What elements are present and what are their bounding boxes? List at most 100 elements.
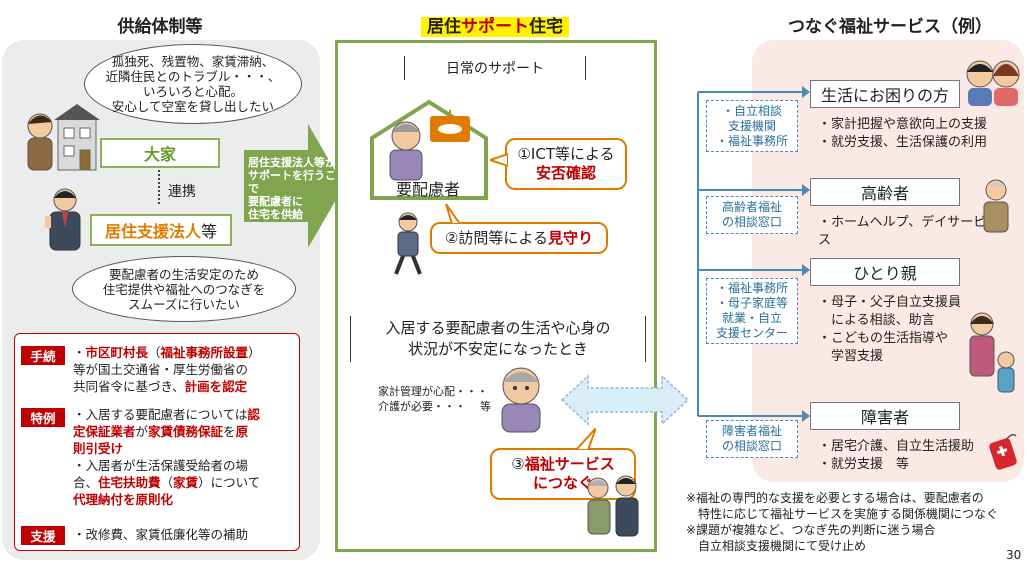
service-needy-details: ・家計把握や意欲向上の支援 ・就労支援、生活保護の利用: [818, 116, 1024, 152]
tokurei-text: ・入居する要配慮者については認定保証業者が家賃債務保証を原則引受け・入居者が生活…: [73, 406, 297, 508]
service-elderly-details: ・ホームヘルプ、デイサービス: [818, 214, 988, 250]
agency-line: の相談窓口: [721, 439, 782, 453]
detail-line: ・こどもの生活指導や: [818, 331, 949, 346]
tetsuzuki-segment: 等が国土交通省・厚生労働省の: [73, 362, 249, 377]
service-elderly: 高齢者: [810, 178, 960, 206]
detail-line: 学習支援: [818, 349, 884, 364]
detail-line: ・就労支援 等: [818, 457, 910, 472]
tokurei-segment: 則引受け: [73, 441, 124, 456]
tokurei-line: 代理納付を原則化: [73, 491, 297, 508]
detail-line: ・母子・父子自立支援員: [818, 295, 962, 310]
arrow-text-line: 要配慮者に: [248, 195, 303, 208]
unstable-line2: 状況が不安定になったとき: [407, 340, 588, 358]
daily-support-label: 日常のサポート: [404, 56, 586, 80]
tokurei-line: 合、住宅扶助費（家賃）について: [73, 474, 297, 491]
middle-title-prefix: 居住: [427, 17, 461, 37]
agency-line: 支援機関: [727, 118, 776, 133]
tokurei-segment: ・入居する要配慮者については: [73, 407, 248, 422]
help-mark-icon: [989, 433, 1017, 470]
family-couple-illustration: [966, 60, 1020, 106]
note-line: ※課題が複雑など、つなぎ先の判断に迷う場合: [686, 523, 936, 537]
care-helper-illustration: [587, 475, 639, 537]
detail-line: ・家計把握や意欲向上の支援: [818, 117, 988, 132]
pill2-prefix: ②訪問等による: [444, 228, 548, 247]
two-way-arrow: [560, 374, 690, 426]
tokurei-segment: 家賃債務保証: [148, 424, 224, 439]
corp-wish-cloud: 要配慮者の生活安定のため 住宅提供や福祉へのつなぎを スムーズに行いたい: [72, 256, 296, 322]
elderly-man-illustration: [983, 179, 1009, 233]
note-line: 自立相談支援機関にて受け止め: [686, 539, 867, 553]
pill2-pointer: [445, 204, 462, 224]
arrow-text-line: 住宅を供給: [248, 208, 303, 221]
service-disability-details: ・居宅介護、自立生活援助 ・就労支援 等: [818, 438, 1008, 474]
house-illustration: [370, 99, 488, 200]
mother-child-illustration: [969, 312, 1015, 393]
corp-cloud-line: スムーズに行いたい: [128, 296, 240, 312]
supply-arrow-text: 居住支援法人等が サポートを行うことで 要配慮者に 住宅を供給: [248, 156, 348, 221]
detail-line: ・就労支援、生活保護の利用: [818, 135, 988, 150]
support-corp-suffix: 等: [201, 222, 218, 241]
rules-box: 手続 ・市区町村長（福祉事務所設置）等が国土交通省・厚生労働省の共同省令に基づき…: [14, 333, 300, 551]
tokurei-segment: が: [135, 424, 149, 439]
tokurei-segment: 家賃: [173, 475, 199, 490]
tetsuzuki-line: 共同省令に基づき、計画を認定: [73, 378, 297, 395]
service-single-parent: ひとり親: [810, 258, 960, 286]
tetsuzuki-segment: ・: [73, 345, 86, 360]
agency-line: 障害者福祉: [721, 424, 782, 438]
tokurei-segment: 認: [247, 407, 260, 422]
pill3-pointer: [574, 428, 596, 450]
tokurei-segment: （: [160, 475, 174, 490]
visiting-staff-illustration: [394, 212, 422, 275]
note-line: ※福祉の専門的な支援を必要とする場合は、要配慮者の: [686, 491, 984, 505]
unstable-line1: 入居する要配慮者の生活や心身の: [385, 319, 611, 337]
owner-worry-cloud: 孤独死、残置物、家賃滞納、 近隣住民とのトラブル・・・、 いろいろと心配。 安心…: [84, 44, 302, 124]
tokurei-segment: 代理納付を原則化: [73, 492, 174, 507]
pill2-red: 見守り: [547, 228, 593, 247]
tetsuzuki-segment: 共同省令に基づき、: [73, 379, 185, 394]
middle-title-highlight: サポート: [461, 17, 529, 37]
service-single-parent-details: ・母子・父子自立支援員 による相談、助言 ・こどもの生活指導や 学習支援: [818, 294, 968, 366]
agency-line: 支援センター: [715, 326, 788, 340]
owner-cloud-line: 近隣住民とのトラブル・・・、: [105, 69, 281, 84]
agency-line: 就業・自立: [721, 311, 782, 325]
agency-line: ・福祉事務所: [715, 133, 788, 148]
tokurei-line: 則引受け: [73, 440, 297, 457]
tokurei-segment: 定保証業者: [73, 424, 136, 439]
link-label: 連携: [168, 184, 196, 200]
detail-line: ・居宅介護、自立生活援助: [818, 439, 975, 454]
tokurei-segment: を: [223, 424, 236, 439]
middle-title-suffix: 住宅: [529, 17, 563, 37]
unstable-condition-label: 入居する要配慮者の生活や心身の 状況が不安定になったとき: [350, 316, 646, 362]
support-corp-label-box: 居住支援法人等: [90, 214, 232, 246]
arrow-text-line: 居住支援法人等が: [248, 156, 336, 169]
service-disability: 障害者: [810, 402, 960, 430]
shien-tag: 支援: [21, 526, 65, 545]
tokurei-line: 定保証業者が家賃債務保証を原: [73, 423, 297, 440]
worry-line1: 家計管理が心配・・・: [378, 385, 488, 398]
tetsuzuki-segment: 計画を認定: [184, 379, 248, 394]
owner-label-box: 大家: [100, 138, 220, 168]
worry-etc: 等: [480, 400, 491, 413]
pill3-red1: 福祉サービス: [524, 455, 615, 473]
pill1-pointer: [490, 152, 508, 168]
visit-monitor-pill: ②訪問等による見守り: [430, 222, 608, 254]
agency-line: ・自立相談: [721, 103, 782, 118]
agency-elderly: 高齢者福祉 の相談窓口: [706, 196, 798, 234]
tokurei-line: ・入居者が生活保護受給者の場: [73, 457, 297, 474]
corp-cloud-line: 要配慮者の生活安定のため: [108, 266, 259, 282]
tokurei-segment: 住宅扶助費: [98, 475, 161, 490]
agency-line: ・福祉事務所: [715, 281, 788, 295]
shien-text: ・改修費、家賃低廉化等の補助: [73, 527, 249, 542]
tetsuzuki-text: ・市区町村長（福祉事務所設置）等が国土交通省・厚生労働省の共同省令に基づき、計画…: [73, 344, 297, 395]
pill3-prefix: ③: [511, 455, 525, 473]
footnotes: ※福祉の専門的な支援を必要とする場合は、要配慮者の 特性に応じて福祉サービスを実…: [686, 490, 1024, 554]
note-line: 特性に応じて福祉サービスを実施する関係機関につなぐ: [686, 507, 999, 521]
tokurei-line: ・入居する要配慮者については認: [73, 406, 297, 423]
owner-cloud-line: 安心して空室を貸し出したい: [111, 99, 275, 114]
connector-lines: [697, 86, 810, 422]
pill1-line2: 安否確認: [535, 164, 596, 182]
tetsuzuki-segment: （: [148, 345, 161, 360]
tetsuzuki-line: 等が国土交通省・厚生労働省の: [73, 361, 297, 378]
corp-cloud-line: 住宅提供や福祉へのつなぎを: [102, 281, 266, 297]
right-title: つなぐ福祉サービス（例）: [788, 17, 992, 37]
